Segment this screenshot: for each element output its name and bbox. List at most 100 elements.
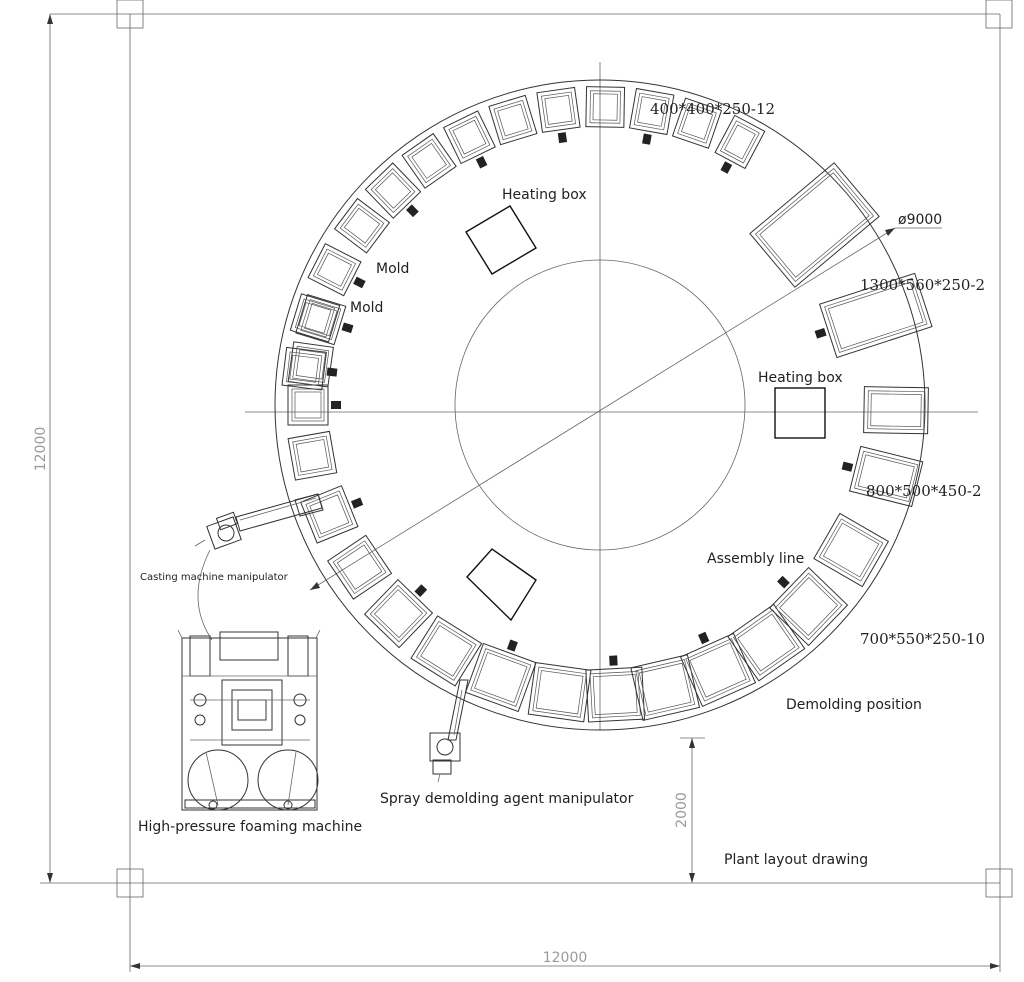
mold-frame bbox=[680, 106, 714, 140]
mold-station bbox=[630, 654, 701, 722]
mold-frame bbox=[870, 393, 922, 427]
height-dimension-text: 12000 bbox=[33, 427, 49, 472]
mold-station bbox=[679, 632, 757, 708]
mold-frame bbox=[637, 96, 667, 127]
mold-clamp bbox=[506, 639, 518, 652]
mold-station bbox=[300, 485, 359, 544]
mold-frame bbox=[300, 485, 359, 544]
casting-manipulator-robot bbox=[194, 493, 324, 550]
mold-frame bbox=[685, 638, 751, 702]
mold-frame bbox=[370, 168, 416, 214]
mold-frame bbox=[592, 93, 618, 121]
mold-frame bbox=[305, 490, 354, 539]
mold-frame bbox=[474, 652, 528, 703]
mold-frame bbox=[589, 90, 621, 124]
label-mold-size-right-1: 1300*560*250-2 bbox=[860, 276, 985, 294]
mold-frame bbox=[369, 584, 428, 643]
mold-frame bbox=[470, 648, 532, 707]
mold-frame bbox=[307, 243, 362, 297]
mold-station bbox=[536, 86, 581, 133]
mold-ring bbox=[281, 86, 933, 723]
mold-frame bbox=[407, 138, 452, 184]
mold-frame bbox=[343, 207, 381, 244]
label-plant-layout: Plant layout drawing bbox=[724, 852, 868, 868]
mold-frame bbox=[287, 384, 329, 426]
mold-station bbox=[488, 94, 538, 146]
mold-frame bbox=[585, 86, 626, 128]
mold-frame bbox=[295, 439, 330, 473]
mold-frame bbox=[291, 388, 325, 422]
mold-frame bbox=[442, 110, 496, 165]
mold-frame bbox=[714, 114, 766, 170]
mold-clamp bbox=[557, 132, 568, 144]
label-mold-1: Mold bbox=[376, 261, 409, 277]
mold-station bbox=[813, 512, 890, 588]
label-heating-box-upper: Heating box bbox=[502, 187, 587, 203]
dimension-width: 12000 bbox=[129, 883, 1001, 972]
mold-station bbox=[307, 243, 362, 297]
label-casting-manipulator: Casting machine manipulator bbox=[140, 572, 289, 583]
mold-station bbox=[326, 534, 393, 600]
mold-clamp bbox=[814, 327, 827, 339]
mold-frame bbox=[464, 642, 537, 713]
mold-frame bbox=[281, 346, 327, 391]
mold-frame bbox=[312, 248, 357, 291]
mold-frame bbox=[848, 445, 924, 508]
mold-frame bbox=[679, 632, 757, 708]
mold-frame bbox=[295, 294, 347, 346]
label-mold-size-right-2: 800*500*450-2 bbox=[866, 482, 982, 500]
mold-station bbox=[281, 346, 327, 391]
mold-frame bbox=[286, 351, 323, 386]
mold-frame bbox=[401, 132, 457, 189]
mold-frame bbox=[300, 299, 342, 341]
mold-station bbox=[749, 162, 880, 288]
mold-frame bbox=[292, 435, 333, 476]
mold-clamp bbox=[609, 655, 618, 666]
diameter-leader bbox=[309, 227, 942, 591]
mold-station bbox=[364, 162, 422, 219]
mold-frame bbox=[316, 252, 353, 287]
casting-hose bbox=[197, 549, 213, 641]
mold-frame bbox=[818, 272, 933, 359]
mold-frame bbox=[416, 620, 477, 681]
mold-station bbox=[628, 87, 675, 136]
mold-frame bbox=[326, 534, 393, 600]
mold-frame bbox=[827, 281, 924, 350]
mold-frame bbox=[727, 603, 806, 682]
mold-frame bbox=[863, 386, 929, 435]
foaming-machine bbox=[177, 629, 321, 811]
mold-clamp bbox=[642, 133, 652, 145]
mold-frame bbox=[857, 454, 915, 499]
mold-frame bbox=[779, 577, 839, 636]
mold-frame bbox=[452, 119, 487, 155]
mold-station bbox=[410, 615, 483, 687]
mold-frame bbox=[635, 659, 696, 717]
mold-frame bbox=[363, 578, 434, 649]
mold-frame bbox=[677, 102, 717, 144]
mold-frame bbox=[628, 87, 675, 136]
mold-frame bbox=[541, 91, 576, 129]
mold-station bbox=[401, 132, 457, 189]
dimension-height: 12000 bbox=[33, 14, 53, 883]
mold-station bbox=[333, 197, 391, 254]
mold-frame bbox=[332, 540, 387, 595]
mold-frame bbox=[592, 674, 638, 716]
label-mold-size-right-3: 700*550*250-10 bbox=[860, 630, 985, 648]
mold-frame bbox=[769, 566, 849, 647]
mold-frame bbox=[339, 203, 385, 248]
label-diameter: ø9000 bbox=[898, 212, 942, 228]
label-mold-2: Mold bbox=[350, 300, 383, 316]
mold-frame bbox=[774, 572, 843, 641]
mold-clamp bbox=[406, 204, 419, 218]
mold-frame bbox=[532, 666, 587, 718]
heating-box-upper bbox=[465, 205, 537, 275]
mold-frame bbox=[755, 167, 874, 283]
width-dimension-text: 12000 bbox=[543, 950, 588, 966]
label-foaming-machine: High-pressure foaming machine bbox=[138, 819, 362, 835]
mold-clamp bbox=[350, 497, 364, 509]
mold-frame bbox=[374, 172, 412, 209]
mold-frame bbox=[488, 94, 538, 146]
mold-station bbox=[818, 272, 933, 359]
mold-frame bbox=[822, 522, 880, 578]
mold-frame bbox=[818, 518, 884, 582]
